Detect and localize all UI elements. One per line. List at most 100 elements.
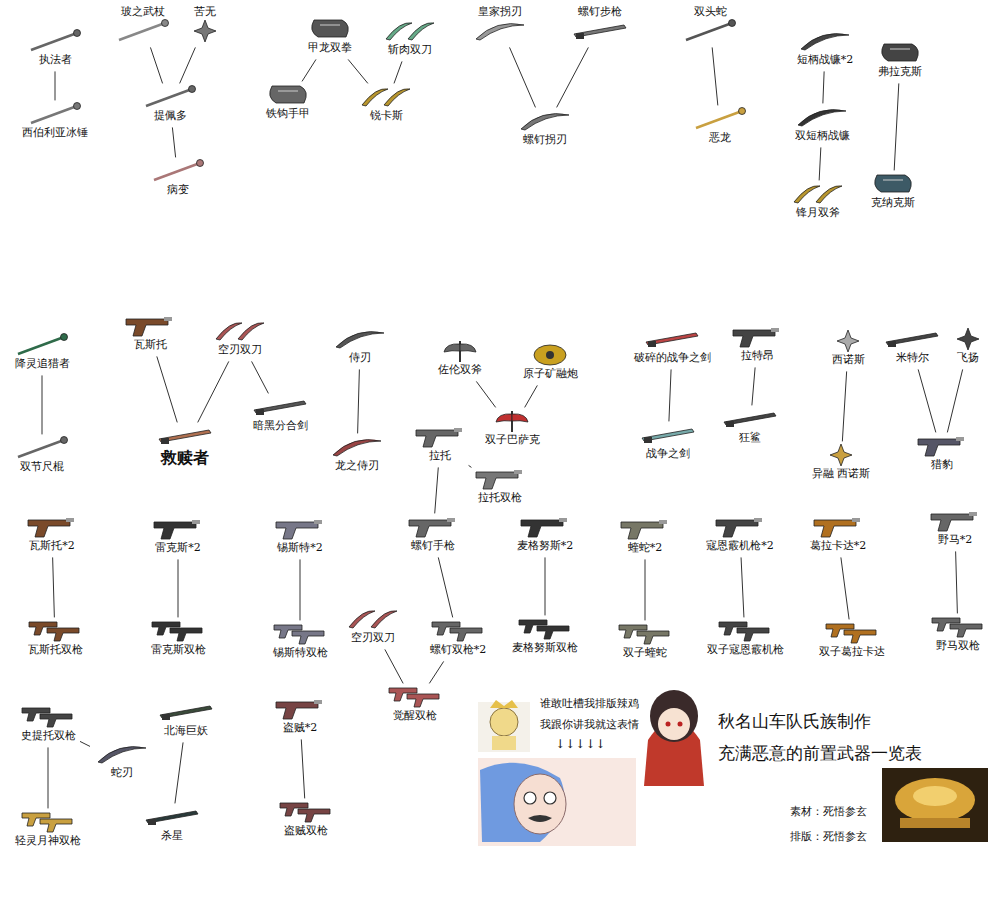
weapon-name: 侍刃 (349, 351, 371, 364)
weapon-name: 蛇刃 (111, 766, 133, 779)
weapon-icon (24, 515, 80, 539)
weapon-node: 杀星 (142, 805, 202, 845)
ship-base (900, 818, 970, 828)
weapon-node: 寇恩霰机枪*2 (704, 515, 776, 555)
weapon-node: 龙之侍刃 (327, 435, 387, 475)
weapon-name: 暗黑分合剑 (253, 419, 308, 432)
weapon-name: 空刃双刀 (218, 343, 262, 356)
weapon-icon (157, 424, 213, 448)
prereq-line (42, 375, 43, 434)
weapon-name: 提佩多 (154, 109, 187, 122)
weapon-name: 克纳克斯 (871, 196, 915, 209)
prereq-line (80, 741, 90, 746)
weapon-icon (484, 409, 540, 433)
weapon-node: 救赎者 (155, 424, 215, 470)
prereq-line (55, 71, 56, 100)
note-text: 谁敢吐槽我排版辣鸡 (540, 697, 639, 710)
weapon-name: 恶龙 (709, 131, 731, 144)
weapon-icon (272, 622, 328, 646)
weapon-icon (472, 467, 528, 491)
weapon-name: 病变 (167, 183, 189, 196)
weapon-icon (930, 615, 986, 639)
weapon-node: 瓦斯托*2 (22, 515, 82, 555)
weapon-name: 寇恩霰机枪*2 (706, 539, 774, 552)
chibi-eye (666, 722, 671, 727)
weapon-icon (717, 619, 773, 643)
prereq-line (918, 369, 936, 432)
weapon-node: 克纳克斯 (863, 172, 923, 212)
weapon-name: 苦无 (194, 5, 216, 18)
weapon-icon (797, 29, 853, 53)
weapon-node: 螺钉手枪 (403, 515, 463, 555)
prereq-line (819, 147, 821, 180)
weapon-node: 觉醒双枪 (385, 685, 445, 725)
weapon-name: 瓦斯托*2 (29, 539, 75, 552)
weapon-node: 双子蝰蛇 (615, 622, 675, 662)
weapon-node: 执法者 (25, 29, 85, 69)
weapon-icon (617, 517, 673, 541)
weapon-name: 麦格努斯*2 (517, 539, 574, 552)
weapon-name: 雷克斯*2 (155, 541, 201, 554)
weapon-name: 盗贼双枪 (284, 824, 328, 837)
weapon-name: 狂鲨 (739, 431, 761, 444)
prereq-line (435, 467, 439, 513)
weapon-icon (872, 41, 928, 65)
prereq-line (429, 661, 443, 683)
weapon-node: 轻灵月神双枪 (13, 810, 83, 850)
weapon-icon (729, 325, 785, 349)
weapon-name: 瓦斯托双枪 (28, 643, 83, 656)
prereq-line (752, 367, 755, 405)
weapon-name: 铁钩手甲 (266, 107, 310, 120)
prereq-line (385, 649, 403, 683)
ship-body (895, 778, 975, 822)
prereq-line (172, 127, 175, 157)
meme-crown (490, 700, 518, 708)
weapon-icon (122, 314, 178, 338)
weapon-name: 西诺斯 (832, 353, 865, 366)
weapon-icon (27, 29, 83, 53)
weapon-icon (432, 339, 488, 363)
meme-face (490, 708, 518, 736)
weapon-icon (927, 509, 983, 533)
weapon-icon (712, 515, 768, 539)
weapon-icon (430, 619, 486, 643)
weapon-node: 螺钉步枪 (570, 5, 630, 45)
weapon-name: 锐卡斯 (370, 109, 403, 122)
weapon-name: 史提托双枪 (21, 729, 76, 742)
weapon-name: 螺钉双枪*2 (430, 643, 487, 656)
weapon-name: 龙之侍刃 (335, 459, 379, 472)
weapon-node: 原子矿融炮 (520, 343, 580, 383)
weapon-name: 瓦斯托 (134, 338, 167, 351)
weapon-name: 螺钉拐刃 (523, 133, 567, 146)
weapon-name: 短柄战镰*2 (797, 53, 854, 66)
weapon-node: 雷克斯*2 (148, 517, 208, 557)
weapon-node: 葛拉卡达*2 (808, 515, 869, 555)
weapon-name: 拉托双枪 (478, 491, 522, 504)
weapon-node: 麦格努斯*2 (515, 515, 576, 555)
weapon-icon (517, 617, 573, 641)
note-text: ↓↓↓↓↓ (555, 737, 605, 751)
weapon-name: 觉醒双枪 (393, 709, 437, 722)
prereq-line (841, 557, 849, 619)
weapon-name: 麦格努斯双枪 (512, 641, 578, 654)
weapon-icon (358, 85, 414, 109)
weapon-node: 佐伦双斧 (430, 339, 490, 379)
weapon-node: 锡斯特双枪 (270, 622, 330, 662)
prereq-line (525, 385, 538, 407)
weapon-name: 蝰蛇*2 (628, 541, 663, 554)
weapon-icon (640, 423, 696, 447)
weapon-node: 锐卡斯 (356, 85, 416, 125)
prereq-line (175, 742, 183, 803)
weapon-icon (865, 172, 921, 196)
weapon-node: 降灵追猎者 (12, 333, 72, 373)
weapon-name: 降灵追猎者 (15, 357, 70, 370)
prereq-line (894, 83, 899, 170)
weapon-name: 皇家拐刃 (478, 5, 522, 18)
weapon-name: 双头蛇 (694, 5, 727, 18)
weapon-icon (522, 343, 578, 367)
weapon-icon (412, 425, 468, 449)
weapon-node: 史提托双枪 (18, 705, 78, 745)
weapon-icon (692, 107, 748, 131)
weapon-name: 双节尺棍 (20, 460, 64, 473)
